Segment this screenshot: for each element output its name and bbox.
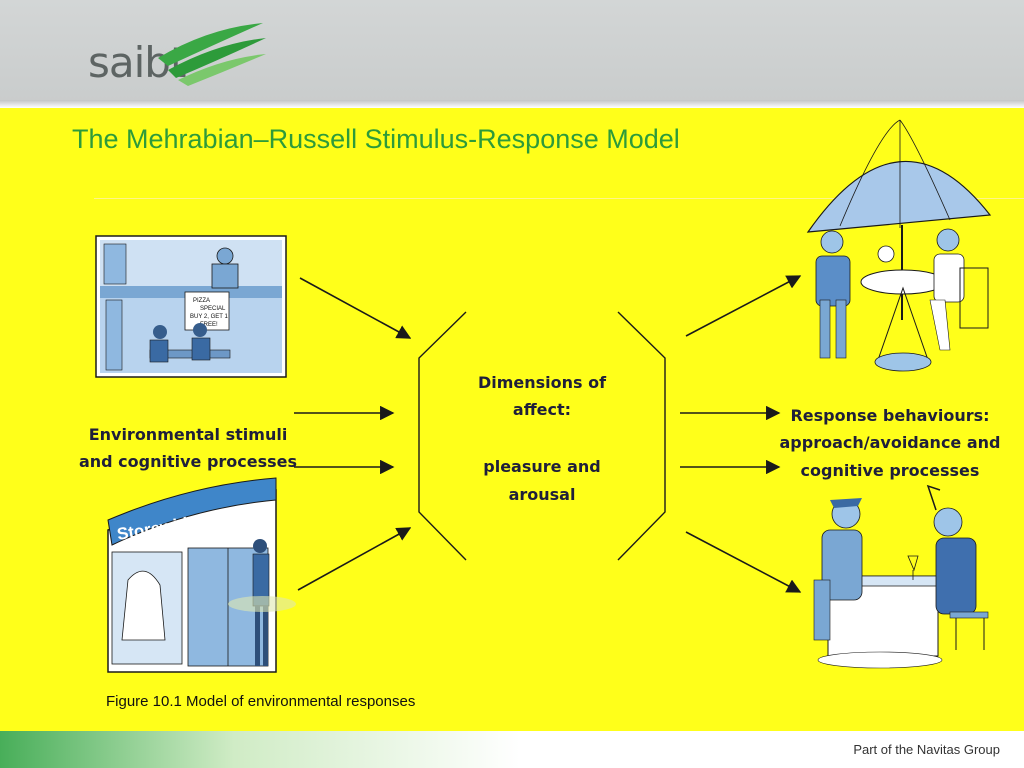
pizza-sign-line-4: FREE! <box>200 322 218 328</box>
store-illustration: Storewide Sale <box>107 477 296 673</box>
pizza-sign-line-2: SPECIAL <box>200 306 226 312</box>
right-label-line-2: approach/avoidance and <box>780 433 1001 452</box>
left-label-line-2: and cognitive processes <box>79 452 297 471</box>
cafe-approach-illustration <box>806 119 992 372</box>
arrow-top-left <box>299 277 412 339</box>
pizza-sign-line-1: PIZZA <box>193 298 210 304</box>
left-label-line-1: Environmental stimuli <box>89 425 288 444</box>
footer-text: Part of the Navitas Group <box>853 742 1000 757</box>
arrow-bottom-right <box>685 531 802 593</box>
center-bracket-right <box>617 311 666 561</box>
logo-swoosh-icon <box>158 23 266 86</box>
center-label-line-4: arousal <box>509 485 576 504</box>
pizza-sign-line-3: BUY 2, GET 1 <box>190 314 228 320</box>
center-bracket-left <box>418 311 467 561</box>
stimulus-response-diagram: PIZZA SPECIAL BUY 2, GET 1 FREE! Storewi… <box>79 119 1001 673</box>
slide-title: The Mehrabian–Russell Stimulus-Response … <box>72 124 680 154</box>
center-label-line-3: pleasure and <box>483 457 600 476</box>
center-label-line-2: affect: <box>513 400 571 419</box>
right-label-line-1: Response behaviours: <box>790 406 989 425</box>
header-shadow <box>0 100 1024 108</box>
right-label-line-3: cognitive processes <box>801 461 980 480</box>
center-label-line-1: Dimensions of <box>478 373 607 392</box>
arrow-bottom-left <box>297 527 412 591</box>
restaurant-illustration: PIZZA SPECIAL BUY 2, GET 1 FREE! <box>95 235 287 378</box>
saibt-logo: saibt <box>88 14 268 94</box>
arrow-top-right <box>685 275 802 337</box>
argument-avoidance-illustration <box>813 484 989 669</box>
footer-green-band <box>0 731 520 768</box>
title-divider <box>94 198 1024 199</box>
figure-caption: Figure 10.1 Model of environmental respo… <box>106 693 416 710</box>
